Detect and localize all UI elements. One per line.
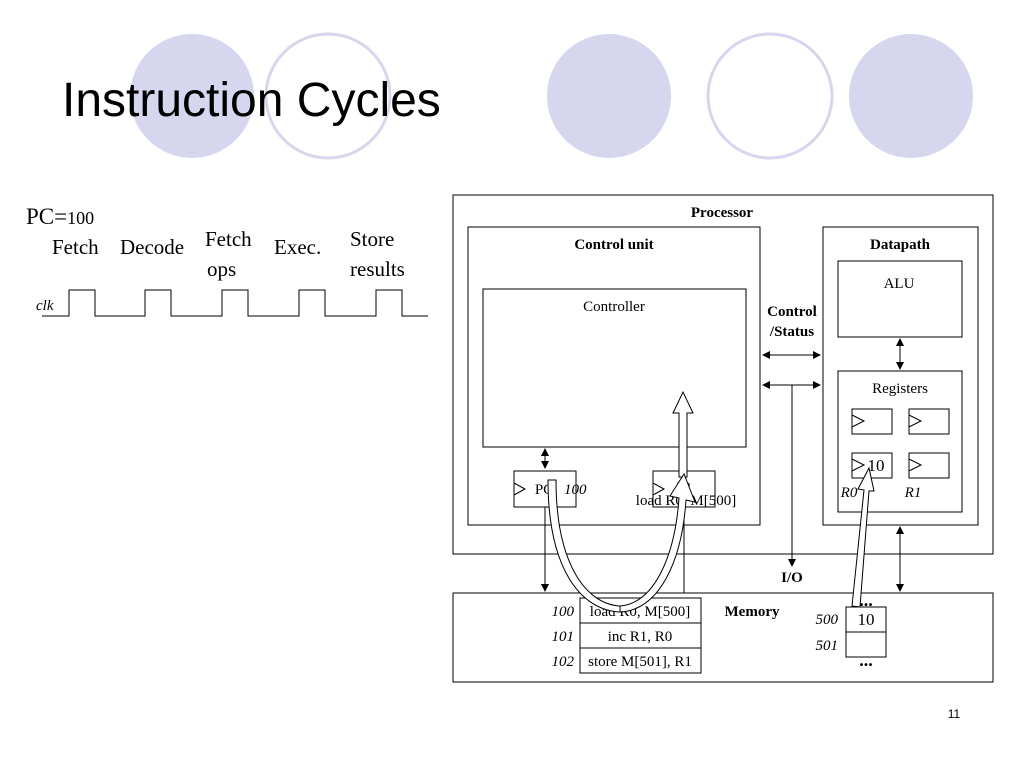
memory-addr: 100	[552, 604, 575, 620]
decor-circle-1	[130, 34, 254, 158]
memory-to-r0-hollow-arrow	[851, 466, 875, 608]
register-r0-label: R0	[840, 485, 858, 501]
memory-addr: 101	[552, 629, 575, 645]
pc-register-value: 100	[564, 482, 587, 498]
processor: Processor Control unit Controller PC 100…	[452, 194, 994, 567]
register-r1-triangle	[908, 458, 923, 472]
phase-fetch-ops-2: ops	[207, 257, 236, 281]
datapath-box	[822, 226, 979, 526]
controller-box	[482, 288, 747, 448]
decor-ring-2	[706, 32, 834, 160]
memory-title: Memory	[725, 604, 780, 620]
memory-ellipsis-bottom: ...	[859, 650, 873, 670]
register-r0	[851, 452, 893, 479]
register-r1-label: R1	[904, 485, 922, 501]
memory-ellipsis-top: ...	[859, 590, 873, 610]
control-unit-title: Control unit	[574, 237, 653, 253]
memory-data-addr: 500	[816, 612, 839, 628]
slide-title: Instruction Cycles	[62, 74, 441, 127]
memory-data-addr: 501	[816, 638, 839, 654]
processor-box	[452, 194, 994, 555]
clock-waveform	[42, 289, 428, 317]
phase-store-2: results	[350, 257, 405, 281]
control-status-line1: Control	[767, 304, 817, 320]
registers-box	[837, 370, 963, 513]
register-cell-top-right	[908, 408, 950, 435]
memory-data-row-501	[845, 631, 887, 658]
memory-row-102	[579, 647, 702, 674]
memory-to-ir-hollow-curve	[619, 472, 696, 613]
pc-initial-value: 100	[67, 208, 94, 228]
register-cell-top-right-triangle	[908, 414, 923, 428]
clock-label: clk	[36, 298, 54, 314]
io-label: I/O	[781, 570, 803, 586]
decor-ring-1	[264, 32, 392, 160]
pc-clock-triangle	[513, 482, 527, 496]
timing-section: PC=100 Fetch Decode Fetch ops Exec. Stor…	[26, 204, 428, 317]
register-r1	[908, 452, 950, 479]
register-cell-top-left-triangle	[851, 414, 866, 428]
control-status-line2: /Status	[769, 324, 814, 340]
phase-store-1: Store	[350, 227, 394, 251]
memory-data-content: 10	[858, 610, 875, 629]
memory: Memory 100 load R0, M[500] 101 inc R1, R…	[452, 590, 994, 683]
register-r0-triangle	[851, 458, 866, 472]
ir-clock-triangle	[652, 482, 666, 496]
memory-box	[452, 592, 994, 683]
processor-title: Processor	[691, 205, 754, 221]
decor-circle-2	[547, 34, 671, 158]
control-unit-box	[467, 226, 761, 526]
pc-prefix: PC=	[26, 204, 67, 229]
memory-data-row-500	[845, 606, 887, 633]
memory-addr: 102	[552, 654, 575, 670]
phase-exec: Exec.	[274, 235, 321, 259]
memory-row-101	[579, 622, 702, 649]
alu-label: ALU	[884, 276, 915, 292]
controller-label: Controller	[583, 299, 645, 315]
memory-content: store M[501], R1	[588, 654, 692, 670]
alu-box	[837, 260, 963, 338]
pc-label: PC=100	[26, 204, 94, 229]
decorative-circles	[130, 32, 973, 160]
phase-fetch: Fetch	[52, 235, 99, 259]
memory-content: inc R1, R0	[608, 629, 673, 645]
phase-fetch-ops-1: Fetch	[205, 227, 252, 251]
register-cell-top-left	[851, 408, 893, 435]
decor-circle-3	[849, 34, 973, 158]
ir-controller-hollow-arrow	[672, 390, 694, 478]
datapath-title: Datapath	[870, 237, 931, 253]
page-number: 11	[948, 707, 961, 721]
registers-label: Registers	[872, 381, 928, 397]
register-r0-value: 10	[868, 456, 885, 475]
phase-decode: Decode	[120, 235, 184, 259]
